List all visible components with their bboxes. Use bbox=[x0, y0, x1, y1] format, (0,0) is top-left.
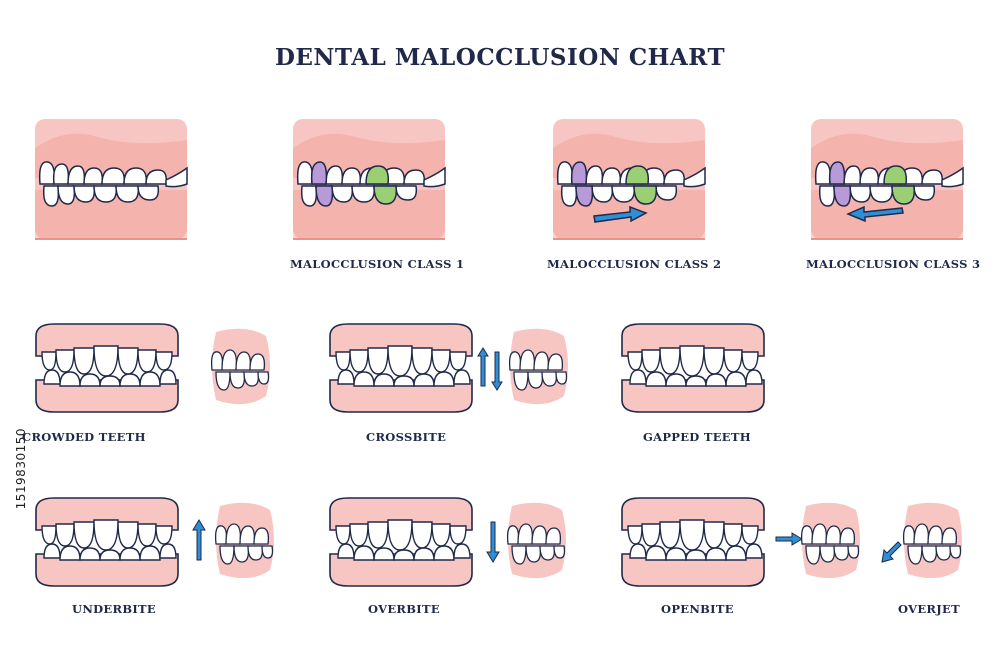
stock-id: 1519830150 bbox=[14, 428, 28, 510]
label-overbite: OVERBITE bbox=[368, 602, 440, 616]
label-underbite: UNDERBITE bbox=[72, 602, 156, 616]
backward-arrow-icon bbox=[846, 205, 904, 223]
up-arrow-icon bbox=[192, 519, 206, 561]
forward-arrow-icon bbox=[593, 205, 648, 223]
class-1-profile bbox=[292, 118, 446, 240]
label-gapped: GAPPED TEETH bbox=[643, 430, 751, 444]
chart-title: DENTAL MALOCCLUSION CHART bbox=[274, 44, 726, 71]
label-class-1: MALOCCLUSION CLASS 1 bbox=[290, 257, 465, 271]
label-openbite: OPENBITE bbox=[661, 602, 734, 616]
overbite-front bbox=[329, 497, 473, 587]
gapped-teeth-front bbox=[621, 323, 765, 413]
openbite-side bbox=[800, 502, 861, 579]
underbite-side bbox=[214, 502, 275, 579]
crossbite-front bbox=[329, 323, 473, 413]
label-crowded: CROWDED TEETH bbox=[22, 430, 146, 444]
crowded-teeth-side bbox=[210, 328, 271, 405]
up-down-arrow-icon bbox=[477, 347, 503, 391]
overbite-side bbox=[506, 502, 567, 579]
class-3-profile bbox=[810, 118, 964, 240]
label-crossbite: CROSSBITE bbox=[366, 430, 447, 444]
diagonal-arrow-icon bbox=[881, 541, 902, 563]
overjet-side bbox=[902, 502, 963, 579]
underbite-front bbox=[35, 497, 179, 587]
openbite-front bbox=[621, 497, 765, 587]
crowded-teeth-front bbox=[35, 323, 179, 413]
right-arrow-icon bbox=[775, 532, 803, 546]
label-class-2: MALOCCLUSION CLASS 2 bbox=[547, 257, 722, 271]
crossbite-side bbox=[508, 328, 569, 405]
label-class-3: MALOCCLUSION CLASS 3 bbox=[806, 257, 981, 271]
class-2-profile bbox=[552, 118, 706, 240]
normal-bite-profile bbox=[34, 118, 188, 240]
down-arrow-icon bbox=[486, 521, 500, 563]
label-overjet: OVERJET bbox=[898, 602, 960, 616]
